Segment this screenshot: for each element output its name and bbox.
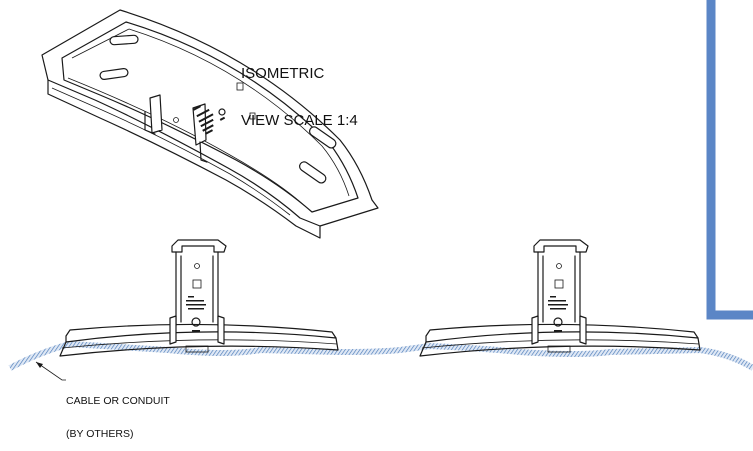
- blue-frame-outline: [706, 0, 753, 320]
- tray-printed-marking: [192, 105, 226, 135]
- isometric-label-line1: ISOMETRIC: [241, 64, 325, 82]
- cable-callout-label: CABLE OR CONDUIT (BY OTHERS): [66, 374, 170, 451]
- tray-side-view-right: [419, 239, 701, 357]
- tray-side-view-left: [59, 239, 339, 357]
- callout-arrowhead: [36, 362, 43, 368]
- callout-leader-line: [35, 361, 66, 381]
- isometric-view-label: ISOMETRIC VIEW SCALE 1:4: [241, 34, 358, 144]
- callout-label-line2: (BY OTHERS): [66, 428, 134, 441]
- isometric-label-line2: VIEW SCALE 1:4: [241, 111, 358, 129]
- isometric-tray: [41, 9, 379, 239]
- technical-drawing: [8, 0, 753, 381]
- cable-or-conduit: [8, 340, 753, 371]
- callout-label-line1: CABLE OR CONDUIT: [66, 395, 170, 408]
